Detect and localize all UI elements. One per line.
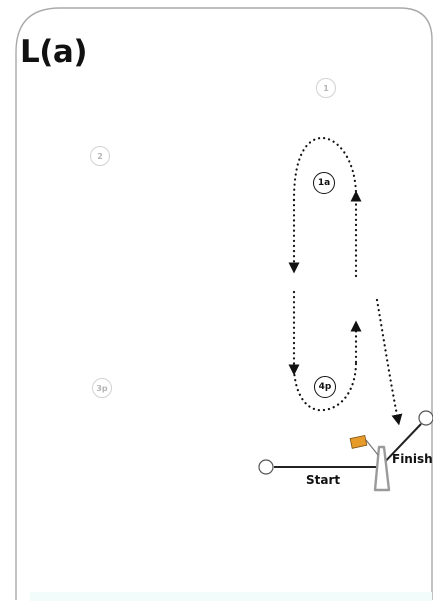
marker-4p: 4p [314,376,336,398]
finish-end-ring [418,410,433,426]
flag-pole [365,439,379,456]
marker-1a: 1a [313,172,335,194]
marker-2-label: 2 [97,151,103,161]
marker-3p-label: 3p [96,383,108,393]
diagram-title: L(a) [20,34,88,70]
marker-4p-label: 4p [318,382,332,392]
marker-2: 2 [90,146,110,166]
marker-1a-label: 1a [317,178,331,188]
finish-label: Finish [392,452,433,466]
flag-icon [349,434,368,449]
path-to-finish [375,298,403,426]
card-border [15,7,433,600]
path-upper-loop [292,136,358,202]
start-end-ring-left [258,459,274,475]
start-label: Start [306,473,341,487]
marker-3p: 3p [92,378,112,398]
path-lower-loop [292,360,358,412]
bottom-strip [30,592,432,601]
marker-1-label: 1 [323,83,329,93]
finish-line [379,423,422,468]
pylon-icon [373,445,391,492]
marker-1: 1 [316,78,336,98]
